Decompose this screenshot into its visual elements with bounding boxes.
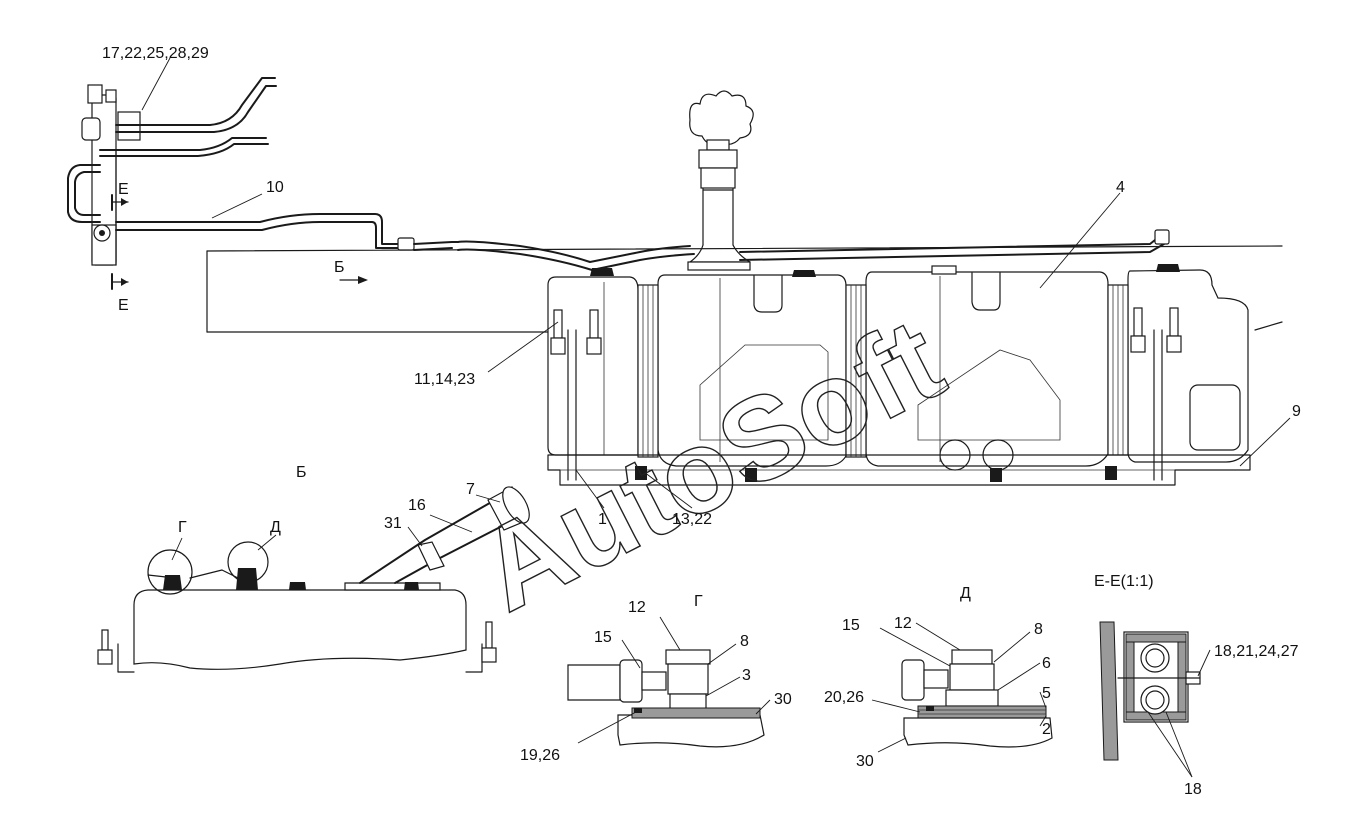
label-d-8: 8 — [1034, 621, 1043, 638]
detail-d — [901, 649, 1053, 748]
label-d-2: 2 — [1042, 721, 1051, 738]
label-31: 31 — [384, 515, 402, 532]
label-g-12: 12 — [628, 599, 646, 616]
frame-rail — [206, 245, 1283, 333]
label-b-view: Б — [296, 464, 307, 481]
label-d-12: 12 — [894, 615, 912, 632]
label-10: 10 — [266, 179, 284, 196]
label-g-3: 3 — [742, 667, 751, 684]
fuel-pipes-upper — [67, 77, 1170, 271]
label-e-bottom: E — [118, 297, 129, 314]
label-d-20-26: 20,26 — [824, 689, 864, 706]
filler-neck-with-cap — [687, 90, 754, 271]
detail-g — [567, 649, 765, 748]
label-e-18-21-24-27: 18,21,24,27 — [1214, 643, 1299, 660]
mounting-straps — [547, 307, 1251, 486]
label-d-15: 15 — [842, 617, 860, 634]
label-d-view: Д — [960, 585, 971, 602]
section-e-e — [1099, 621, 1201, 761]
label-e-18: 18 — [1184, 781, 1202, 798]
label-e-top: E — [118, 181, 129, 198]
label-7: 7 — [466, 481, 475, 498]
label-g-30: 30 — [774, 691, 792, 708]
label-d-6: 6 — [1042, 655, 1051, 672]
label-d-5: 5 — [1042, 685, 1051, 702]
leader-lines — [141, 57, 1291, 778]
label-b-arrow: Б — [334, 259, 345, 276]
callout-labels: 17,22,25,28,29 10 E E Б 4 11,14,23 9 Б 7… — [102, 45, 1301, 798]
section-e-markers — [111, 194, 368, 290]
label-g-view: Г — [694, 593, 703, 610]
label-g-8: 8 — [740, 633, 749, 650]
label-13-22: 13,22 — [672, 511, 712, 528]
label-g-callout: Г — [178, 519, 187, 536]
label-4: 4 — [1116, 179, 1125, 196]
label-e-e-section: Е-Е(1:1) — [1094, 573, 1154, 590]
label-11-14-23: 11,14,23 — [414, 371, 475, 388]
fuel-pipe-bracket — [81, 84, 141, 266]
label-d-30: 30 — [856, 753, 874, 770]
label-17-22-25-28-29: 17,22,25,28,29 — [102, 45, 209, 62]
label-d-callout: Д — [270, 519, 281, 536]
label-9: 9 — [1292, 403, 1301, 420]
fuel-tank — [547, 264, 1249, 471]
view-b-tank — [97, 486, 530, 673]
label-g-15: 15 — [594, 629, 612, 646]
label-g-19-26: 19,26 — [520, 747, 560, 764]
label-1: 1 — [598, 511, 607, 528]
label-16: 16 — [408, 497, 426, 514]
